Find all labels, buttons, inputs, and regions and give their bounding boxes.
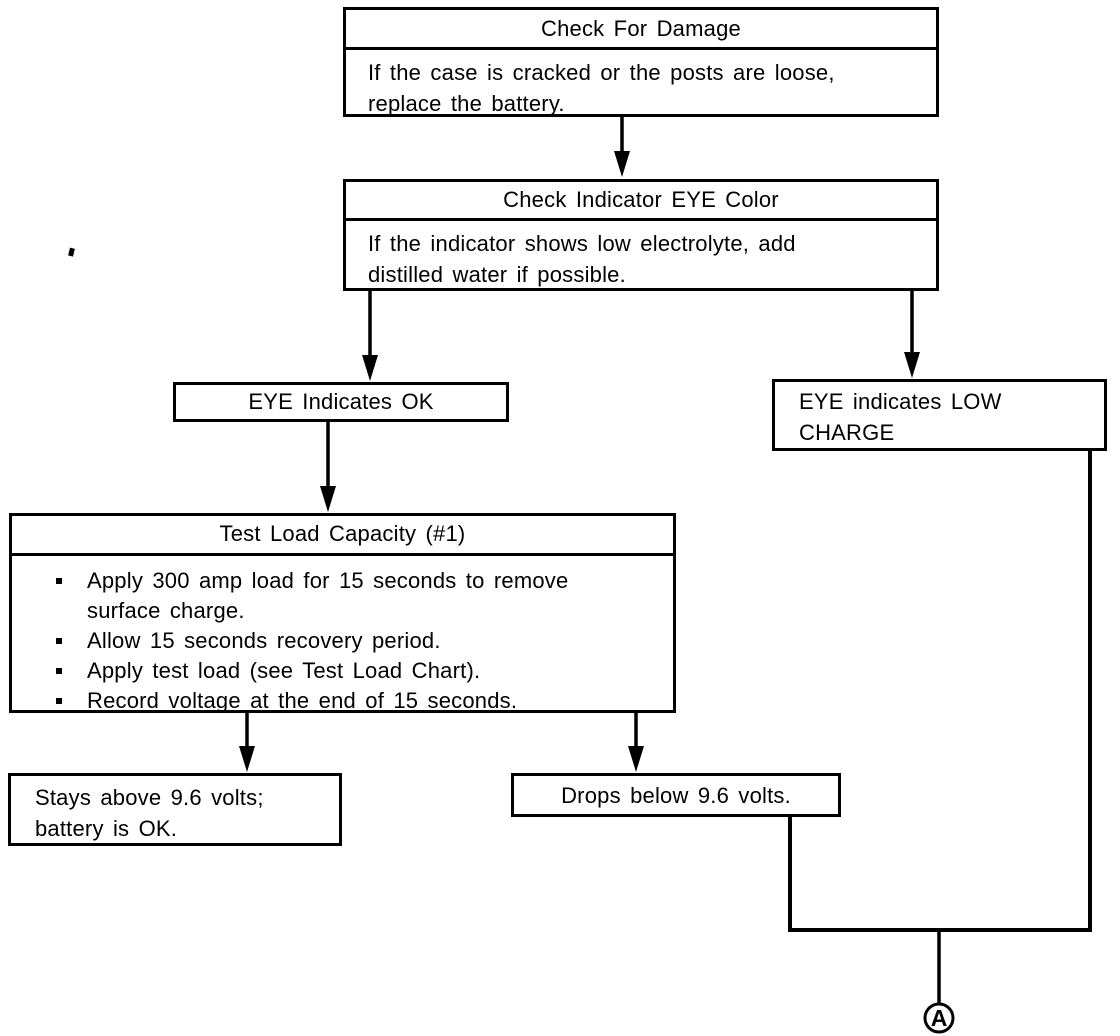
description-line: replace the battery. xyxy=(368,91,565,116)
arrow-head-test-to-drops xyxy=(628,746,644,772)
result-label-line: Stays above 9.6 volts; xyxy=(35,785,264,810)
bullet-text: Apply test load (see Test Load Chart). xyxy=(87,658,481,683)
branch-eye-indicates-ok: EYE Indicates OK xyxy=(173,382,509,422)
bullet-icon xyxy=(56,578,62,584)
arrow-head-damage-to-eye xyxy=(614,151,630,177)
arrow-head-eye-to-low xyxy=(904,352,920,378)
branch-label: EYE Indicates OK xyxy=(248,389,434,414)
step-description: If the case is cracked or the posts are … xyxy=(346,50,936,119)
bullet-item: Apply test load (see Test Load Chart). xyxy=(12,656,673,686)
offpage-connector-a: A xyxy=(923,1002,955,1034)
bullet-item: Record voltage at the end of 15 seconds. xyxy=(12,686,673,716)
connector-a-circle-icon xyxy=(923,1002,955,1034)
step-check-for-damage: Check For Damage If the case is cracked … xyxy=(343,7,939,117)
step-description: If the indicator shows low electrolyte, … xyxy=(346,221,936,290)
scan-speck xyxy=(68,247,75,257)
arrow-head-ok-to-test xyxy=(320,486,336,512)
step-check-indicator-eye-color: Check Indicator EYE Color If the indicat… xyxy=(343,179,939,291)
step-test-load-capacity: Test Load Capacity (#1) Apply 300 amp lo… xyxy=(9,513,676,713)
arrow-head-eye-to-ok xyxy=(362,355,378,381)
bullet-text: Record voltage at the end of 15 seconds. xyxy=(87,688,518,713)
bullet-icon xyxy=(56,638,62,644)
bullet-icon xyxy=(56,668,62,674)
bullet-text: Apply 300 amp load for 15 seconds to rem… xyxy=(87,568,569,623)
description-line: If the indicator shows low electrolyte, … xyxy=(368,231,796,256)
step-title: Check For Damage xyxy=(346,10,936,50)
bullet-item: Allow 15 seconds recovery period. xyxy=(12,626,673,656)
bullet-item: Apply 300 amp load for 15 seconds to rem… xyxy=(12,566,673,626)
connector-a-label: A xyxy=(931,1005,948,1031)
bullet-text: Allow 15 seconds recovery period. xyxy=(87,628,441,653)
result-drops-below-96-volts: Drops below 9.6 volts. xyxy=(511,773,841,817)
bullet-icon xyxy=(56,698,62,704)
branch-eye-indicates-low-charge: EYE indicates LOW CHARGE xyxy=(772,379,1107,451)
branch-label-line: CHARGE xyxy=(799,420,895,445)
step-title: Test Load Capacity (#1) xyxy=(12,516,673,556)
step-bullet-list: Apply 300 amp load for 15 seconds to rem… xyxy=(12,556,673,716)
description-line: If the case is cracked or the posts are … xyxy=(368,60,835,85)
step-title: Check Indicator EYE Color xyxy=(346,182,936,221)
arrow-head-test-to-ok-result xyxy=(239,746,255,772)
result-stays-above-96-volts: Stays above 9.6 volts; battery is OK. xyxy=(8,773,342,846)
description-line: distilled water if possible. xyxy=(368,262,626,287)
result-label: Drops below 9.6 volts. xyxy=(561,783,791,808)
branch-label-line: EYE indicates LOW xyxy=(799,389,1002,414)
result-label-line: battery is OK. xyxy=(35,816,178,841)
